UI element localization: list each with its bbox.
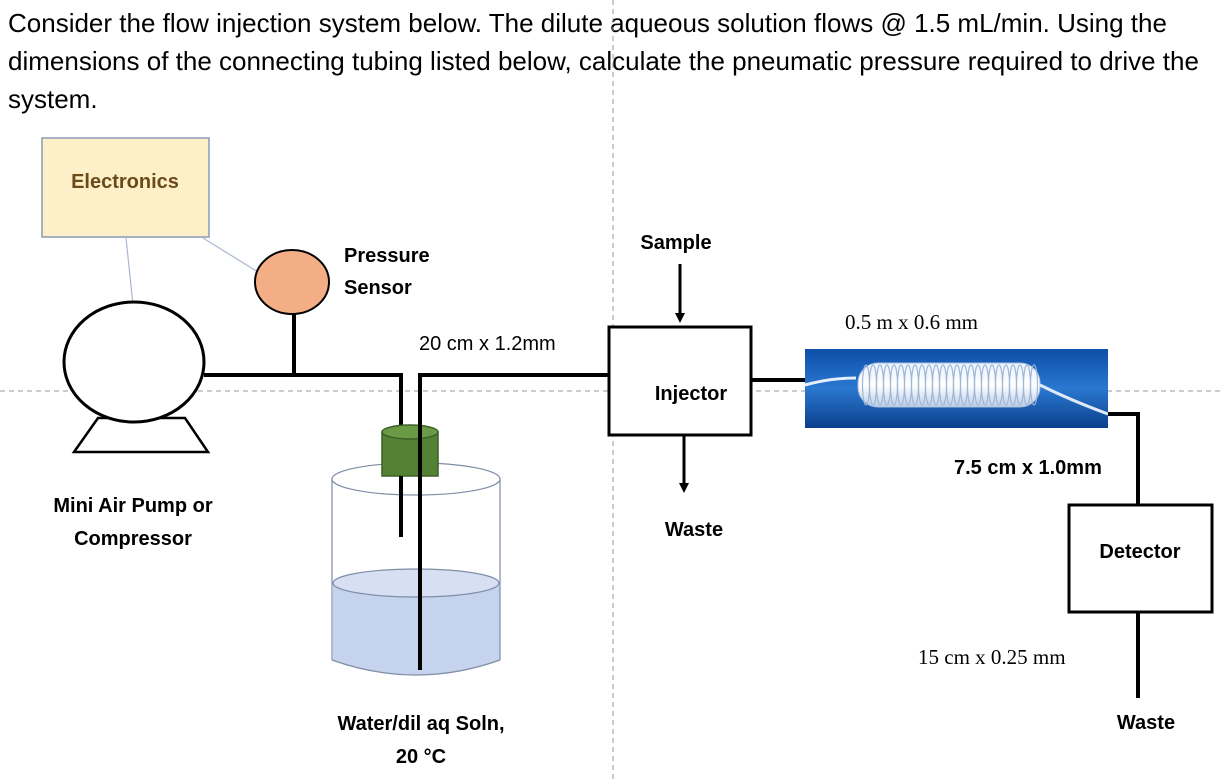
coil-ring (1029, 364, 1039, 406)
tubing-label-coil-to-detector: 7.5 cm x 1.0mm (954, 457, 1102, 479)
reservoir (331, 462, 501, 676)
pressure-sensor-label-1: Pressure (344, 245, 430, 267)
coil-to-detector-tube (1108, 412, 1140, 505)
injector-box: Injector (607, 325, 753, 437)
injector-label: Injector (655, 383, 727, 405)
pressure-sensor (254, 249, 330, 375)
detector-waste-label: Waste (1117, 712, 1175, 734)
electronics-sensor-wire (202, 237, 259, 273)
pump-label-2: Compressor (74, 528, 192, 550)
tubing-label-detector-outlet: 15 cm x 0.25 mm (918, 645, 1066, 669)
electronics-box: Electronics (41, 137, 210, 238)
pressure-sensor-label-2: Sensor (344, 277, 412, 299)
reservoir-label-2: 20 °C (396, 746, 446, 768)
detector-box: Detector (1067, 503, 1214, 614)
sample-label: Sample (640, 232, 711, 254)
reservoir-label-1: Water/dil aq Soln, (337, 713, 504, 735)
detector-label: Detector (1099, 541, 1180, 563)
reservoir-stopper (381, 424, 439, 477)
injector-waste-label: Waste (665, 519, 723, 541)
electronics-pump-wire (125, 237, 134, 306)
electronics-label: Electronics (71, 171, 179, 193)
question-text: Consider the flow injection system below… (8, 8, 1199, 114)
pump-label-1: Mini Air Pump or (53, 495, 212, 517)
air-pump (62, 300, 211, 454)
tubing-label-coil: 0.5 m x 0.6 mm (845, 310, 978, 334)
tubing-label-pump-to-injector: 20 cm x 1.2mm (419, 333, 556, 355)
tube-to-injector (418, 373, 609, 432)
reaction-coil (804, 349, 1109, 428)
air-line (204, 373, 403, 430)
